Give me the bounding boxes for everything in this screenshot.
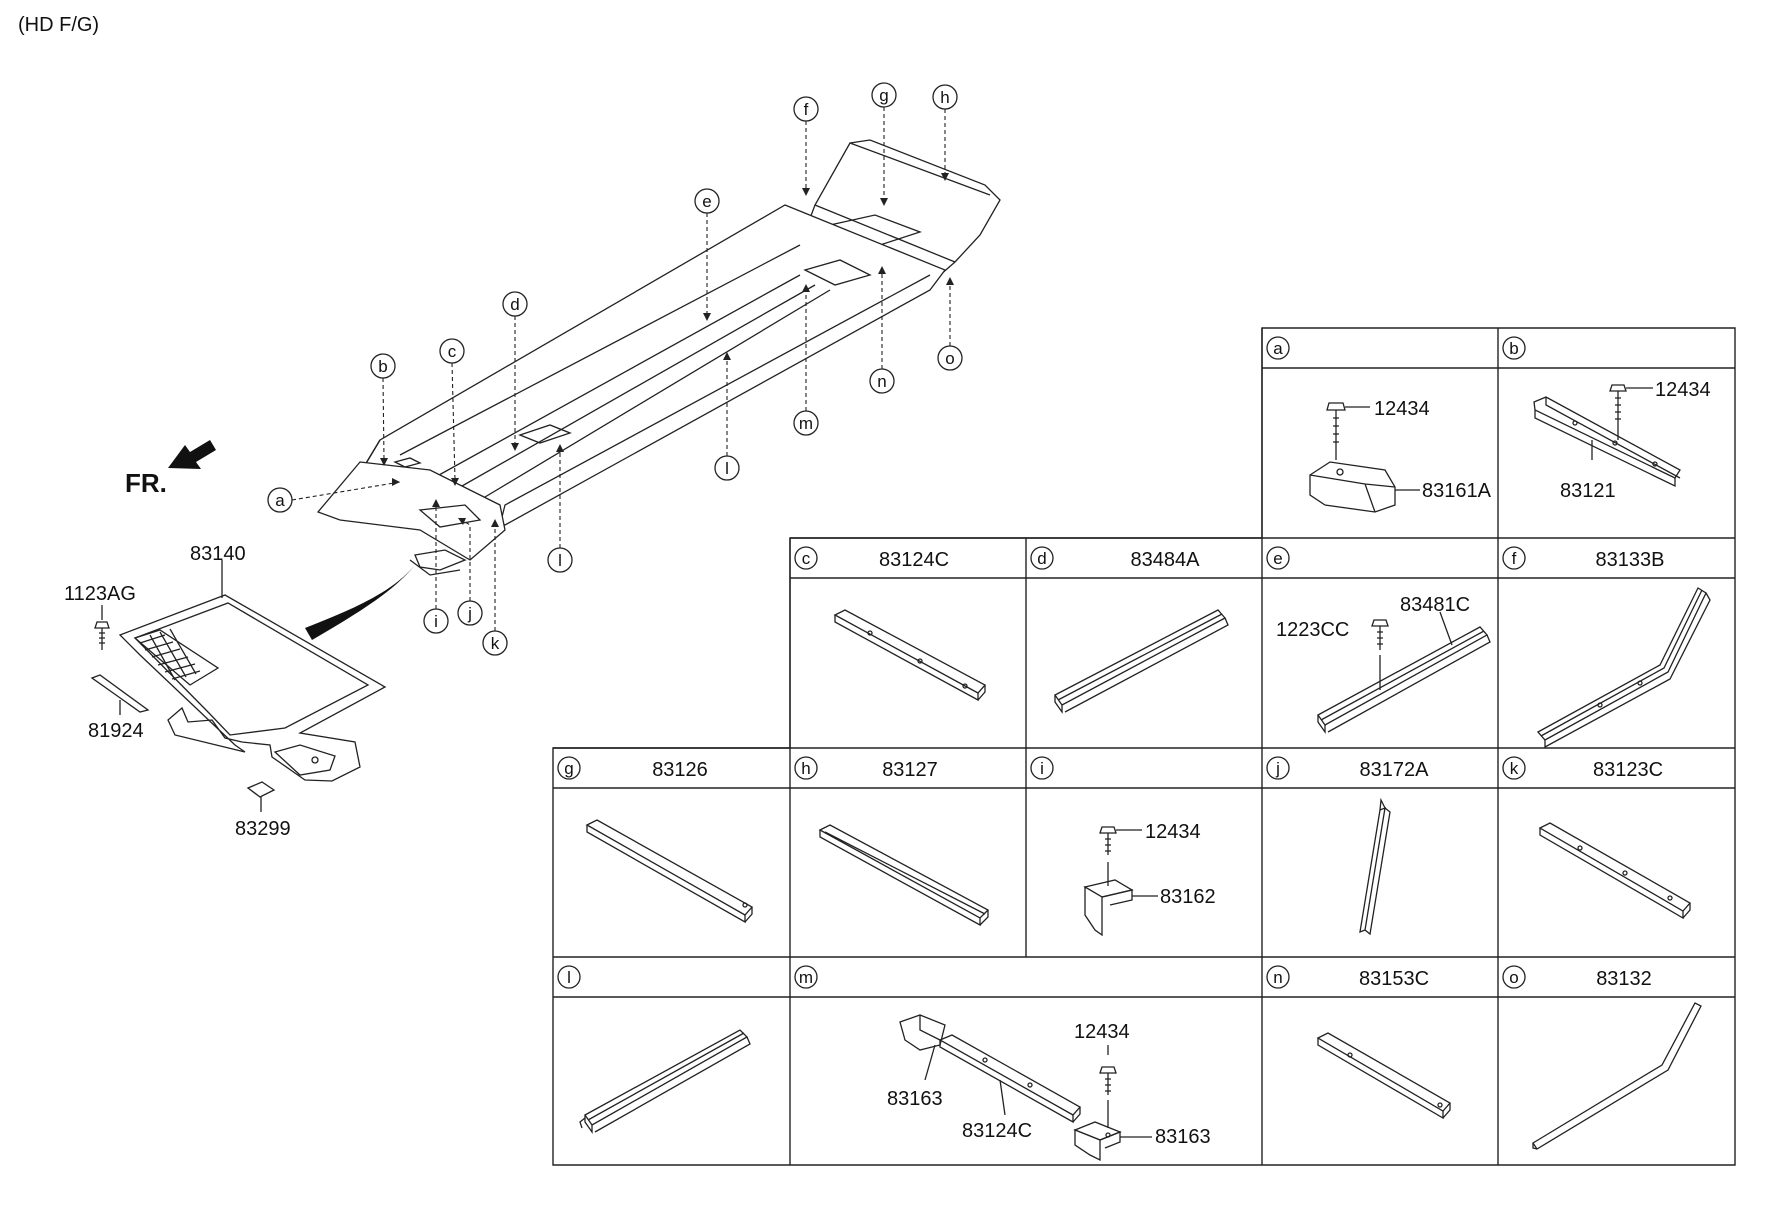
callout-n: n: [877, 372, 886, 391]
label-1123ag: 1123AG: [64, 583, 136, 605]
callout-e: e: [702, 192, 711, 211]
cell-b-drawing: [1533, 384, 1681, 488]
cell-k-letter: k: [1510, 759, 1519, 778]
cell-i-part-12434: 12434: [1145, 821, 1201, 843]
cell-n-drawing: [1316, 1032, 1452, 1120]
front-label: FR.: [125, 468, 167, 498]
cell-m-letter: m: [799, 968, 813, 987]
cell-o-drawing: [1532, 1002, 1702, 1150]
cell-m-part-12434: 12434: [1074, 1021, 1130, 1043]
cell-b-part-83121: 83121: [1560, 480, 1616, 502]
cell-j-title: 83172A: [1360, 759, 1430, 781]
floor-assembly-drawing: [316, 139, 1001, 576]
detail-grid: [552, 327, 1736, 1166]
cell-o-title: 83132: [1596, 968, 1652, 990]
cell-d-title: 83484A: [1131, 549, 1201, 571]
cell-o-letter: o: [1509, 968, 1518, 987]
cell-a-part-83161a: 83161A: [1422, 480, 1492, 502]
callout-d: d: [510, 295, 519, 314]
callout-k: k: [491, 634, 500, 653]
cell-f-drawing: [1536, 587, 1711, 749]
cell-g-letter: g: [564, 759, 573, 778]
cell-c-letter: c: [802, 549, 811, 568]
cell-c-title: 83124C: [879, 549, 949, 571]
cell-e-letter: e: [1273, 549, 1282, 568]
callout-l-upper: l: [725, 459, 729, 478]
cell-d-drawing: [1054, 609, 1229, 715]
detail-pointer-arrow: [305, 565, 415, 640]
callout-f: f: [804, 100, 809, 119]
cell-m-part-83163-left: 83163: [887, 1088, 943, 1110]
tag-83299-icon: [246, 781, 276, 798]
callout-bubbles: a b c d e f g h i j k l l: [267, 82, 963, 656]
cell-a-part-12434: 12434: [1374, 398, 1430, 420]
front-direction-marker: FR.: [125, 440, 216, 498]
cell-g-title: 83126: [652, 759, 708, 781]
callout-j: j: [467, 604, 472, 623]
cell-h-title: 83127: [882, 759, 938, 781]
floor-mat-drawing: [118, 594, 387, 782]
cell-i-drawing: [1083, 826, 1158, 937]
cell-n-title: 83153C: [1359, 968, 1429, 990]
label-83140: 83140: [190, 543, 246, 565]
cell-l-drawing: [579, 1029, 751, 1135]
cell-h-letter: h: [801, 759, 810, 778]
cell-m-part-83163-right: 83163: [1155, 1126, 1211, 1148]
cell-f-title: 83133B: [1596, 549, 1665, 571]
callout-l-lower: l: [558, 551, 562, 570]
cell-i-part-83162: 83162: [1160, 886, 1216, 908]
diagram-title: (HD F/G): [18, 14, 100, 36]
strip-81924-icon: [90, 674, 150, 713]
label-81924: 81924: [88, 720, 144, 742]
callout-g: g: [879, 86, 888, 105]
cell-e-part-1223cc: 1223CC: [1276, 619, 1349, 641]
cell-d-letter: d: [1037, 549, 1046, 568]
cell-m-drawing: [899, 1014, 1152, 1162]
callout-h: h: [940, 88, 949, 107]
cell-b-part-12434: 12434: [1655, 379, 1711, 401]
cell-j-letter: j: [1275, 759, 1280, 778]
cell-b-letter: b: [1509, 339, 1518, 358]
label-83299: 83299: [235, 818, 291, 840]
callout-i: i: [434, 612, 438, 631]
cell-l-letter: l: [567, 968, 571, 987]
cell-c-drawing: [833, 609, 987, 702]
cell-n-letter: n: [1273, 968, 1282, 987]
callout-a: a: [275, 491, 285, 510]
cell-k-title: 83123C: [1593, 759, 1663, 781]
cell-headers: a b c 83124C d 83484A e f 83133B g 83126…: [557, 336, 1665, 990]
cell-g-drawing: [585, 819, 754, 924]
cell-a-letter: a: [1273, 339, 1283, 358]
callout-o: o: [945, 349, 954, 368]
cell-i-letter: i: [1040, 759, 1044, 778]
cell-h-drawing: [818, 824, 990, 927]
cell-e-drawing: [1317, 611, 1491, 735]
callout-b: b: [378, 357, 387, 376]
cell-a-drawing: [1309, 402, 1420, 513]
cell-m-part-83124c: 83124C: [962, 1120, 1032, 1142]
cell-f-letter: f: [1512, 549, 1517, 568]
callout-c: c: [448, 342, 457, 361]
callout-m: m: [799, 414, 813, 433]
bolt-1123ag-icon: [94, 605, 110, 650]
cell-k-drawing: [1538, 822, 1692, 920]
cell-j-drawing: [1359, 797, 1391, 936]
front-arrow-icon: [168, 440, 216, 469]
cell-e-part-83481c: 83481C: [1400, 594, 1470, 616]
